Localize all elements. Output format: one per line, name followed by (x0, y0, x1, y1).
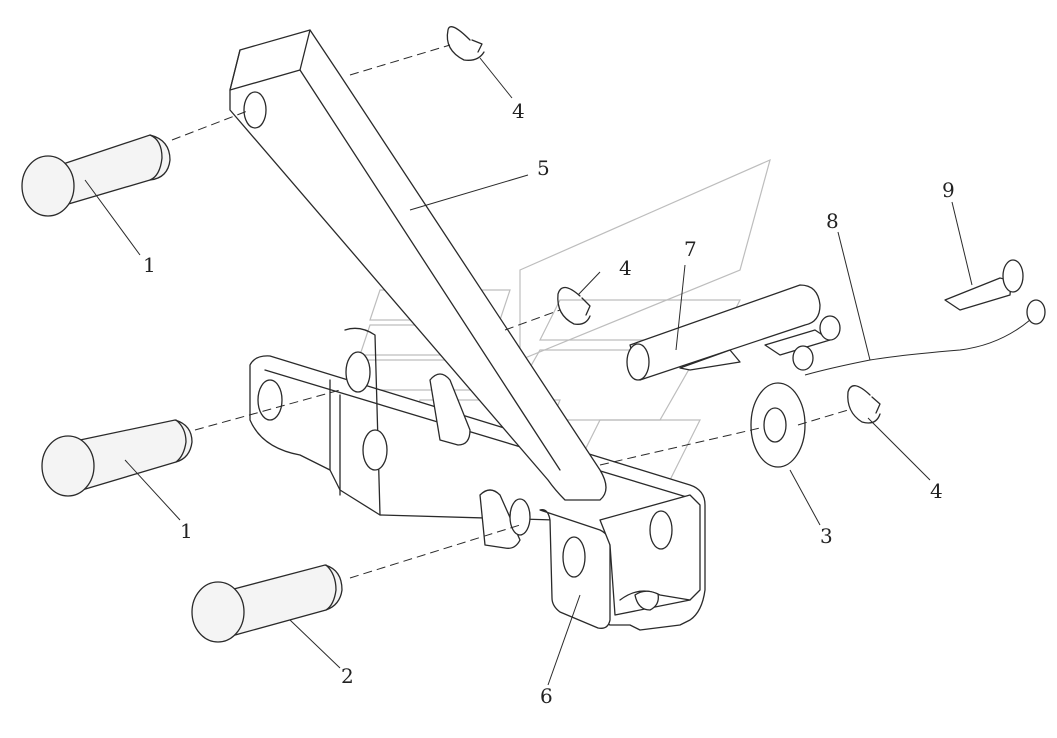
callout-3: 3 (820, 524, 833, 548)
tube (626, 284, 841, 381)
assembly-axes (171, 44, 849, 579)
callout-5: 5 (537, 156, 550, 180)
callout-2: 2 (341, 664, 354, 688)
pin-upper (21, 134, 171, 217)
callout-1-upper: 1 (143, 253, 156, 277)
retaining-clip-top (446, 26, 485, 61)
lanyard-wire (804, 319, 1031, 376)
callout-4-right: 4 (930, 479, 943, 503)
pin-lower (191, 564, 343, 643)
retaining-clip-right (847, 385, 881, 424)
callout-8: 8 (826, 209, 839, 233)
washer (750, 382, 806, 468)
retaining-clip-middle (557, 286, 591, 325)
pin-middle (41, 419, 193, 497)
callout-4-middle: 4 (619, 256, 632, 280)
callout-1-middle: 1 (180, 519, 193, 543)
callout-9: 9 (942, 178, 955, 202)
leader-lines (84, 57, 973, 686)
callout-4-top: 4 (512, 99, 525, 123)
arm (229, 29, 607, 501)
cotter-pin (944, 259, 1046, 325)
callout-7: 7 (684, 237, 697, 261)
callout-6: 6 (540, 684, 553, 708)
